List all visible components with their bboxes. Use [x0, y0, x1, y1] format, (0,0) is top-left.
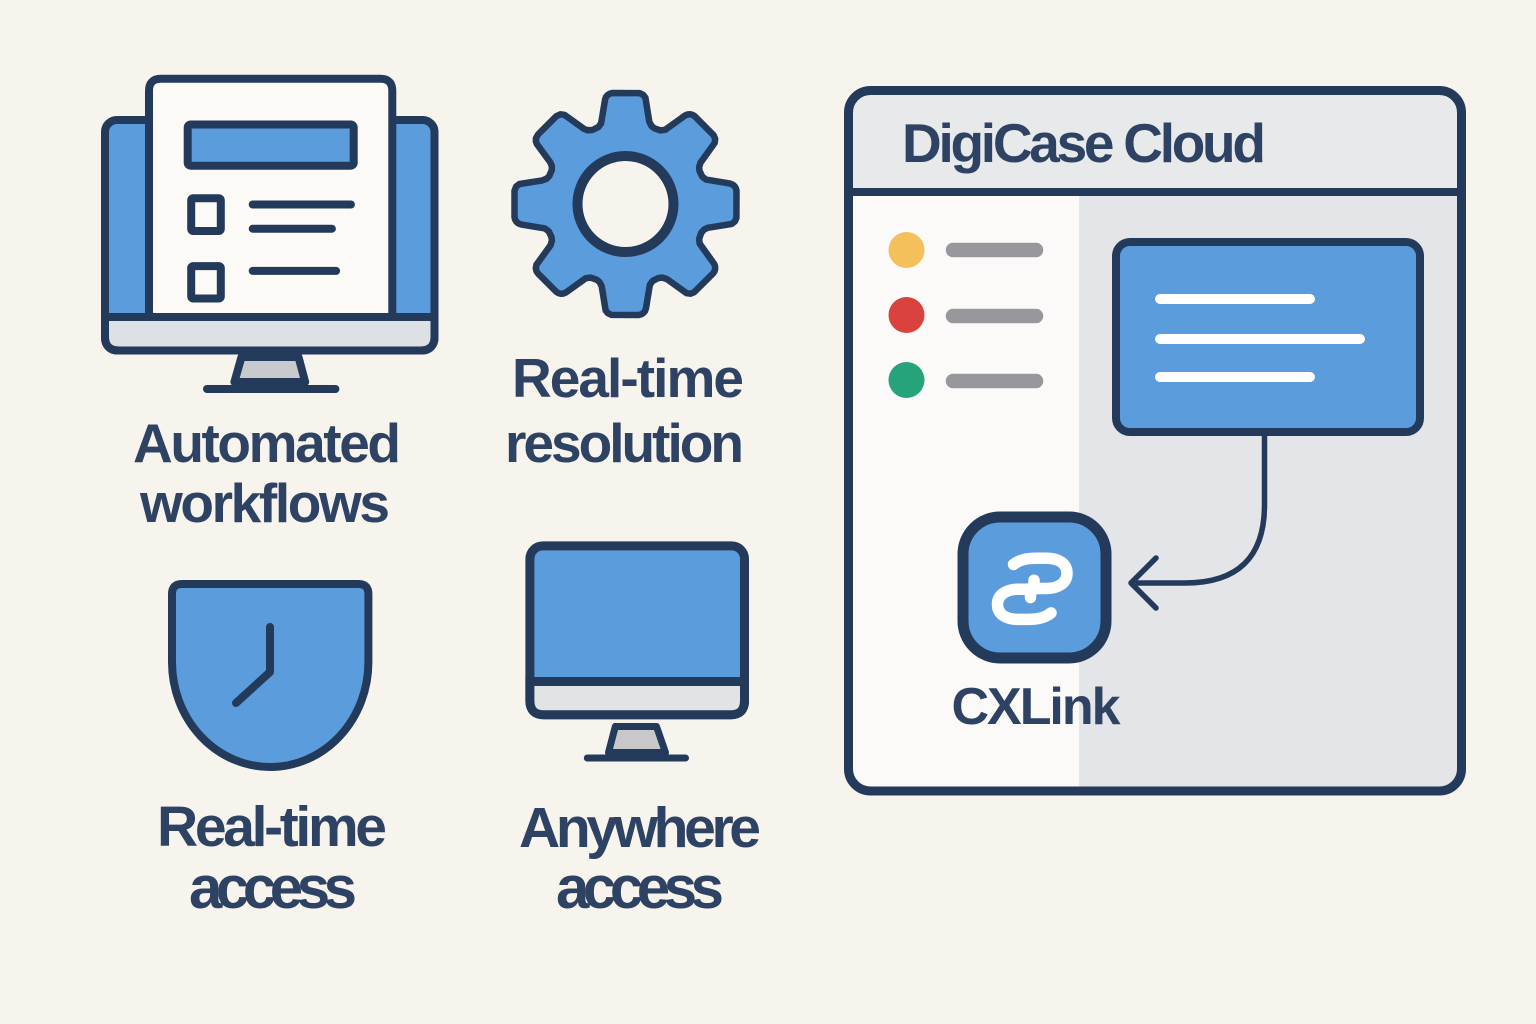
svg-text:workflows: workflows: [139, 472, 390, 534]
svg-text:Real-time: Real-time: [512, 347, 744, 409]
svg-text:CXLink: CXLink: [952, 678, 1121, 736]
svg-text:Real-time: Real-time: [157, 795, 387, 859]
svg-text:access: access: [189, 854, 357, 921]
svg-text:Anywhere: Anywhere: [519, 796, 761, 860]
svg-text:access: access: [556, 854, 724, 921]
svg-text:DigiCase Cloud: DigiCase Cloud: [902, 112, 1266, 174]
svg-text:resolution: resolution: [505, 412, 744, 474]
svg-text:Automated: Automated: [133, 412, 401, 474]
